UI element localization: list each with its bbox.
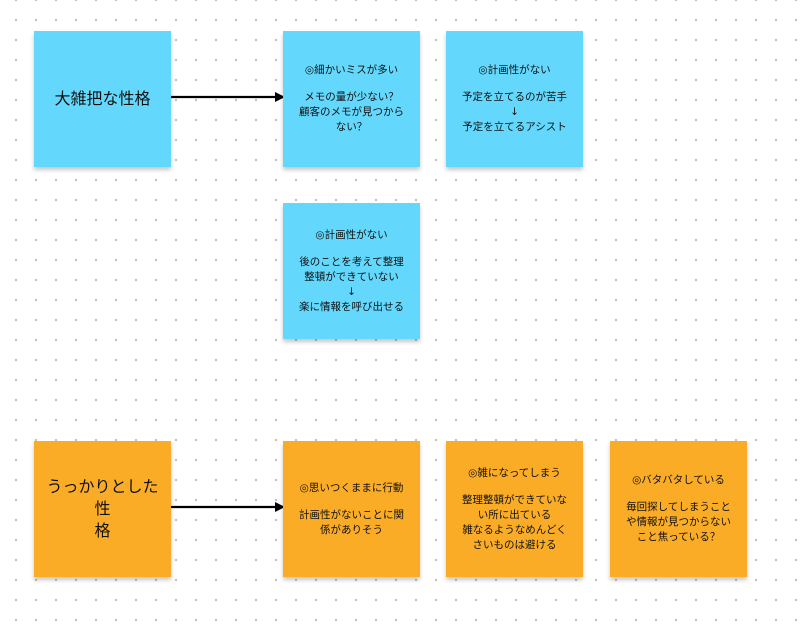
note-text: ない？ [335, 121, 368, 133]
note-title: ◎バタバタしている [632, 474, 725, 486]
note-title: ◎細かいミスが多い [304, 64, 399, 76]
note-trait-2[interactable]: うっかりとした性 格 [34, 441, 171, 577]
note-trait-1-c[interactable]: ◎計画性がない 後のことを考えて整理 整頓ができていない ↓ 楽に情報を呼び出せ… [283, 203, 420, 339]
note-text: 整理整頓ができていな [462, 493, 567, 506]
note-text: メモの量が少ない？ [304, 91, 399, 103]
note-title: ◎思いつくままに行動 [299, 481, 404, 494]
note-text: 毎回探してしまうこと [626, 501, 731, 513]
note-title: ◎雑になってしまう [468, 466, 561, 479]
note-trait-1[interactable]: 大雑把な性格 [34, 31, 171, 167]
note-text: 顧客のメモが見つから [299, 106, 404, 118]
note-text: うっかりとした性 [46, 477, 159, 518]
note-text: や情報が見つからない [626, 516, 731, 528]
note-text: 係がありそう [320, 523, 383, 536]
note-text: 楽に情報を呼び出せる [299, 300, 404, 313]
note-text: 計画性がないことに関 [299, 508, 404, 521]
note-title: ◎計画性がない [315, 228, 388, 241]
note-arrow: ↓ [510, 106, 519, 118]
note-text: 予定を立てるのが苦手 [462, 91, 567, 103]
note-trait-2-a[interactable]: ◎思いつくままに行動 計画性がないことに関 係がありそう [283, 441, 420, 577]
note-title: ◎計画性がない [478, 64, 551, 76]
note-text: 予定を立てるアシスト [462, 121, 567, 133]
note-trait-1-b[interactable]: ◎計画性がない 予定を立てるのが苦手 ↓ 予定を立てるアシスト [446, 31, 583, 167]
note-trait-1-a[interactable]: ◎細かいミスが多い メモの量が少ない？ 顧客のメモが見つから ない？ [283, 31, 420, 167]
note-text: 格 [94, 521, 111, 540]
note-trait-2-b[interactable]: ◎雑になってしまう 整理整頓ができていな い所に出ている 雑なるようなめんどく … [446, 441, 583, 577]
note-text: さいものは避ける [472, 538, 557, 551]
note-text: 整頓ができていない [304, 270, 399, 283]
note-text: い所に出ている [477, 508, 552, 521]
note-arrow: ↓ [347, 285, 356, 298]
note-text: こと焦っている？ [636, 531, 721, 543]
note-text: 後のことを考えて整理 [299, 255, 404, 268]
note-text: 雑なるようなめんどく [462, 523, 567, 536]
note-trait-2-c[interactable]: ◎バタバタしている 毎回探してしまうこと や情報が見つからない こと焦っている？ [610, 441, 747, 577]
note-text: 大雑把な性格 [54, 89, 151, 108]
